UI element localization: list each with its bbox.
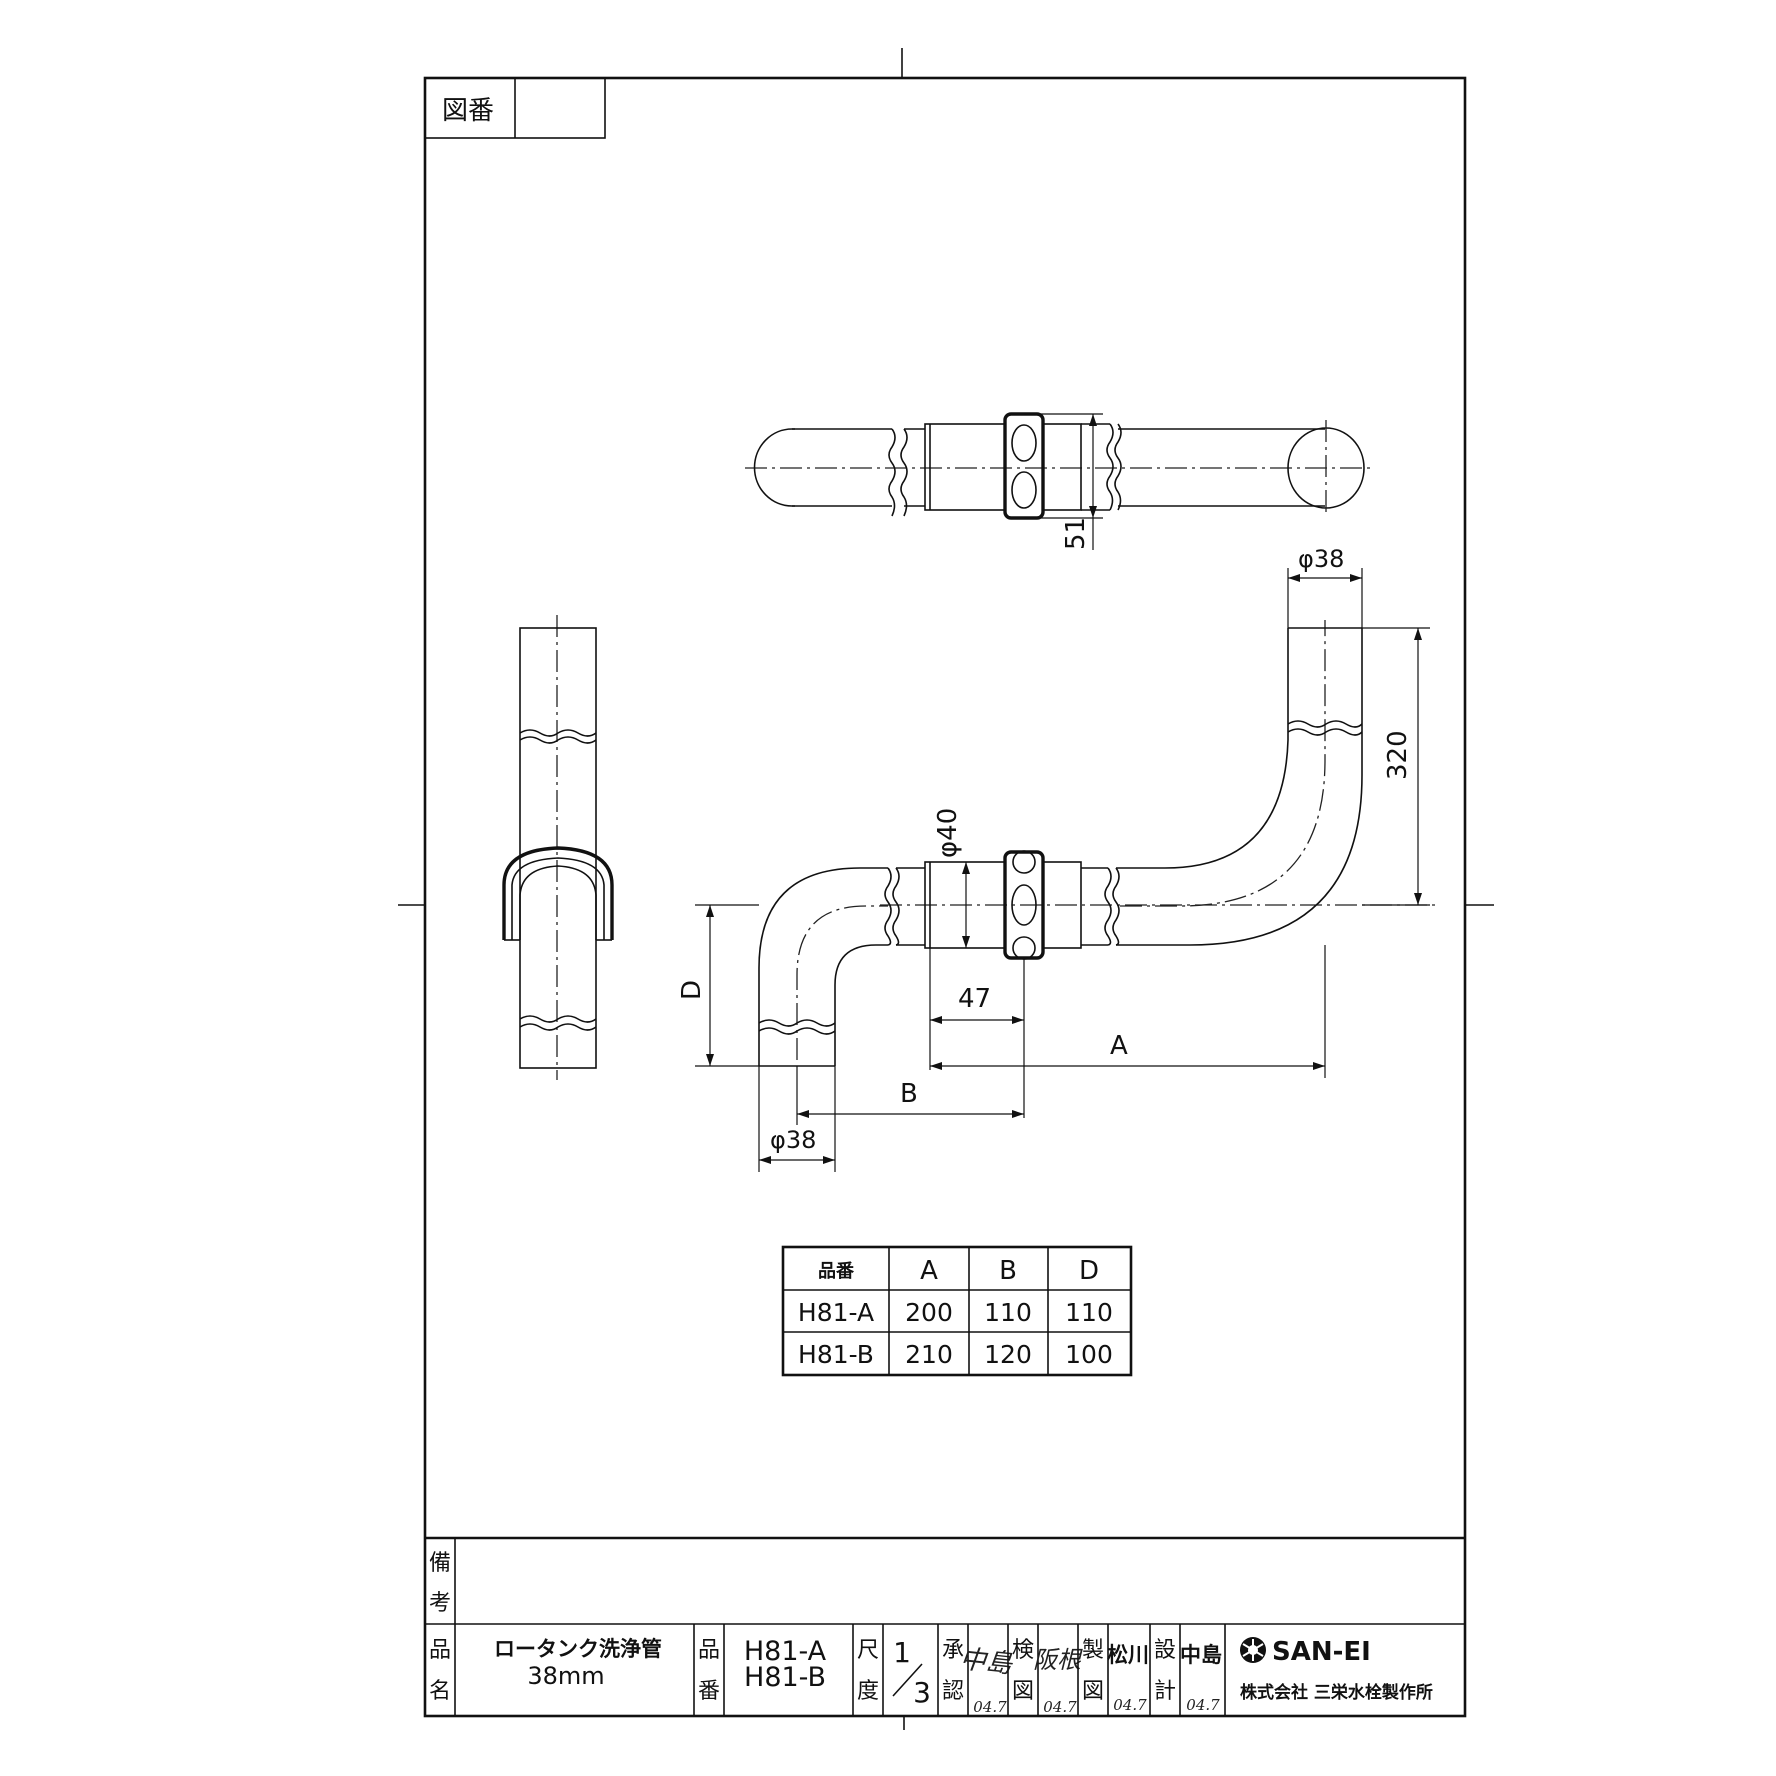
dim-dia38-top-label: φ38 [1298, 545, 1344, 573]
top-view-plan: 51 [745, 412, 1372, 550]
part-number-line1: H81-A [744, 1636, 827, 1667]
table-header-part: 品番 [818, 1261, 855, 1282]
scale-numerator: 1 [893, 1636, 911, 1669]
dim-dia40-label: φ40 [933, 808, 963, 858]
table-cell: H81-B [798, 1340, 874, 1369]
dim-A-label: A [1110, 1031, 1128, 1061]
drawing-number-label: 図番 [442, 96, 494, 126]
table-cell: 110 [984, 1298, 1032, 1327]
approved-signature: 中島 [958, 1644, 1015, 1679]
dim-47-label: 47 [958, 984, 991, 1014]
table-cell: 200 [905, 1298, 953, 1327]
sheet-border [423, 76, 1467, 1718]
checked-label-1: 検 [1012, 1638, 1034, 1663]
designed-name: 中島 [1180, 1643, 1222, 1667]
table-header-A: A [920, 1256, 938, 1286]
checked-date: 04.7 [1043, 1698, 1077, 1716]
company-logo-text: SAN-EI [1272, 1637, 1371, 1667]
remarks-label-2: 考 [429, 1591, 451, 1616]
table-cell: 100 [1065, 1340, 1113, 1369]
table-header-D: D [1079, 1256, 1099, 1286]
designed-label-1: 設 [1154, 1638, 1176, 1663]
product-name-line2: 38mm [527, 1662, 604, 1690]
company-name: 株式会社 三栄水栓製作所 [1240, 1682, 1433, 1703]
drafted-name: 松川 [1107, 1643, 1149, 1667]
checked-label-2: 図 [1012, 1679, 1034, 1704]
approved-label-1: 承 [942, 1638, 964, 1663]
drawing-number-box: 図番 [424, 77, 606, 139]
spec-table: 品番 A B D H81-A 200 110 110 H81-B 210 120… [781, 1245, 1133, 1377]
table-cell: 210 [905, 1340, 953, 1369]
drafted-label-1: 製 [1082, 1638, 1104, 1663]
designed-date: 04.7 [1186, 1696, 1220, 1714]
table-header-B: B [999, 1256, 1017, 1286]
checked-signature: 阪根 [1033, 1646, 1083, 1674]
table-cell: H81-A [798, 1298, 874, 1327]
part-number-label-1: 品 [698, 1638, 720, 1663]
title-block: 備 考 品 名 ロータンク洗浄管 38mm 品 番 H81-A H81-B 尺 … [425, 1536, 1465, 1716]
drafted-label-2: 図 [1082, 1679, 1104, 1704]
approved-label-2: 認 [942, 1679, 964, 1704]
dim-320-label: 320 [1383, 730, 1413, 780]
designed-label-2: 計 [1154, 1679, 1176, 1704]
product-name-label-1: 品 [429, 1638, 451, 1663]
scale-label-2: 度 [857, 1679, 879, 1704]
table-cell: 120 [984, 1340, 1032, 1369]
dim-B-label: B [900, 1079, 918, 1109]
dim-51-label: 51 [1061, 517, 1091, 550]
scale-denominator: 3 [913, 1676, 931, 1709]
dim-dia38-bottom-label: φ38 [770, 1126, 816, 1154]
table-cell: 110 [1065, 1298, 1113, 1327]
product-name-line1: ロータンク洗浄管 [494, 1637, 662, 1661]
part-number-label-2: 番 [698, 1679, 720, 1704]
drafted-date: 04.7 [1113, 1696, 1147, 1714]
dim-D-label: D [677, 980, 707, 1000]
approved-date: 04.7 [973, 1698, 1007, 1716]
scale-label-1: 尺 [857, 1638, 879, 1663]
side-view [502, 615, 614, 1080]
product-name-label-2: 名 [429, 1679, 451, 1704]
front-view: φ38 320 φ40 D 47 A [677, 545, 1440, 1172]
company-logo-icon [1240, 1637, 1266, 1663]
remarks-label-1: 備 [429, 1551, 451, 1576]
part-number-line2: H81-B [744, 1662, 826, 1693]
